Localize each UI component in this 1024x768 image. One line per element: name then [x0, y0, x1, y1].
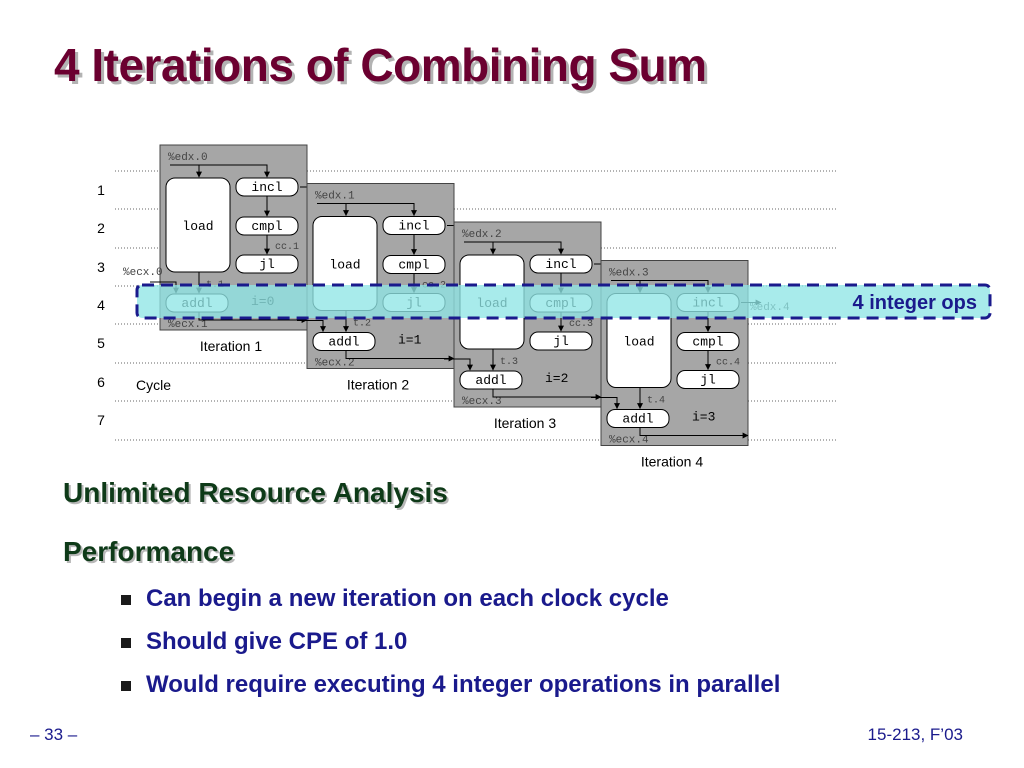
cmpl-op — [235, 216, 299, 236]
subsection-heading: Performance — [63, 536, 235, 567]
jl-op-label: jl — [700, 373, 716, 388]
square-bullet-icon — [121, 638, 131, 648]
incl-op-label: incl — [545, 257, 576, 272]
condition-code-label: cc.3 — [569, 319, 593, 330]
cycle-number: 3 — [97, 259, 105, 275]
cycle-number: 7 — [97, 412, 105, 428]
addl-op — [312, 332, 376, 351]
iteration-caption: Iteration 4 — [641, 454, 703, 470]
iteration-index-label: i=2 — [545, 371, 568, 386]
iteration-index-label: i=1 — [398, 333, 422, 348]
cmpl-op-label: cmpl — [251, 219, 282, 234]
addl-op-label: addl — [475, 373, 506, 388]
ecx-output-label: %ecx.3 — [462, 396, 502, 408]
slide-title: 4 Iterations of Combining Sum — [54, 39, 707, 91]
square-bullet-icon — [121, 681, 131, 691]
cmpl-op — [382, 255, 446, 274]
incl-op-label: incl — [398, 219, 429, 234]
jl-op — [529, 331, 593, 351]
iteration-index-label: i=3 — [692, 410, 715, 425]
ecx-to-addl-arrow — [444, 358, 473, 371]
addl-op — [606, 409, 670, 428]
bullet-text: Should give CPE of 1.0 — [146, 628, 408, 655]
condition-code-label: cc.1 — [275, 242, 299, 253]
jl-op-label: jl — [553, 334, 569, 349]
cmpl-op-label: cmpl — [398, 258, 429, 273]
incl-op-label: incl — [251, 180, 282, 195]
incl-op — [235, 177, 299, 197]
edx-to-incl-arrow — [317, 203, 417, 217]
load-op-label: load — [623, 335, 654, 350]
cycle-number: 5 — [97, 335, 105, 351]
bullet-text: Would require executing 4 integer operat… — [146, 671, 781, 698]
course-label: 15-213, F’03 — [867, 725, 963, 744]
load-op — [165, 177, 231, 273]
load-op-label: load — [329, 258, 360, 273]
incl-op — [529, 254, 593, 274]
cmpl-op — [676, 332, 740, 351]
cycle-number: 2 — [97, 220, 105, 236]
iteration-block: %edx.0%ecx.1cc.1t.1i=0%ecx.0inclcmpljlad… — [123, 144, 321, 354]
iteration-caption: Iteration 2 — [347, 377, 409, 393]
cycle-number: 1 — [97, 182, 105, 198]
cycle-label: Cycle — [136, 377, 171, 393]
jl-op-label: jl — [259, 257, 275, 272]
jl-op — [676, 370, 740, 389]
addl-out-arrow — [492, 388, 602, 400]
edx-input-label: %edx.3 — [609, 268, 649, 280]
edx-input-label: %edx.1 — [315, 191, 355, 203]
edx-to-incl-arrow — [170, 164, 270, 178]
iteration-block: %edx.2%ecx.3cc.3t.3i=2inclcmpljladdlload… — [444, 221, 615, 431]
iteration-caption: Iteration 1 — [200, 338, 262, 354]
square-bullet-icon — [121, 595, 131, 605]
bullet-list: Can begin a new iteration on each clock … — [118, 584, 780, 713]
addl-out-arrow — [639, 426, 749, 439]
incl-op — [382, 216, 446, 235]
temp-value-label: t.3 — [500, 357, 518, 368]
ecx-output-label: %ecx.1 — [168, 319, 208, 331]
ecx-to-addl-arrow — [591, 397, 620, 410]
jl-op — [235, 254, 299, 274]
edx-input-label: %edx.2 — [462, 229, 502, 241]
edx-to-incl-arrow — [464, 241, 564, 255]
page-number: – 33 – — [30, 725, 78, 744]
section-heading: Unlimited Resource Analysis — [63, 477, 448, 508]
cmpl-op-label: cmpl — [692, 335, 723, 350]
ecx-output-label: %ecx.4 — [609, 435, 649, 447]
condition-code-label: cc.4 — [716, 358, 740, 369]
bullet-text: Can begin a new iteration on each clock … — [146, 585, 669, 612]
bullet-item: Can begin a new iteration on each clock … — [118, 584, 780, 627]
cycle-number: 6 — [97, 374, 105, 390]
addl-op-label: addl — [328, 335, 359, 350]
addl-op-label: addl — [622, 412, 653, 427]
addl-out-arrow — [345, 349, 455, 362]
cycle-number: 4 — [97, 297, 105, 313]
temp-value-label: t.2 — [353, 319, 371, 330]
load-op-label: load — [182, 219, 213, 234]
edx-input-label: %edx.0 — [168, 152, 208, 164]
ecx-input-label: %ecx.0 — [123, 267, 163, 279]
temp-value-label: t.4 — [647, 396, 665, 407]
ecx-to-addl-arrow — [297, 320, 326, 333]
bullet-item: Would require executing 4 integer operat… — [118, 670, 780, 713]
iteration-caption: Iteration 3 — [494, 415, 556, 431]
addl-op — [459, 370, 523, 390]
highlight-label: 4 integer ops — [853, 292, 977, 314]
ecx-output-label: %ecx.2 — [315, 358, 355, 370]
bullet-item: Should give CPE of 1.0 — [118, 627, 780, 670]
cycle-4-highlight-band — [135, 283, 992, 320]
